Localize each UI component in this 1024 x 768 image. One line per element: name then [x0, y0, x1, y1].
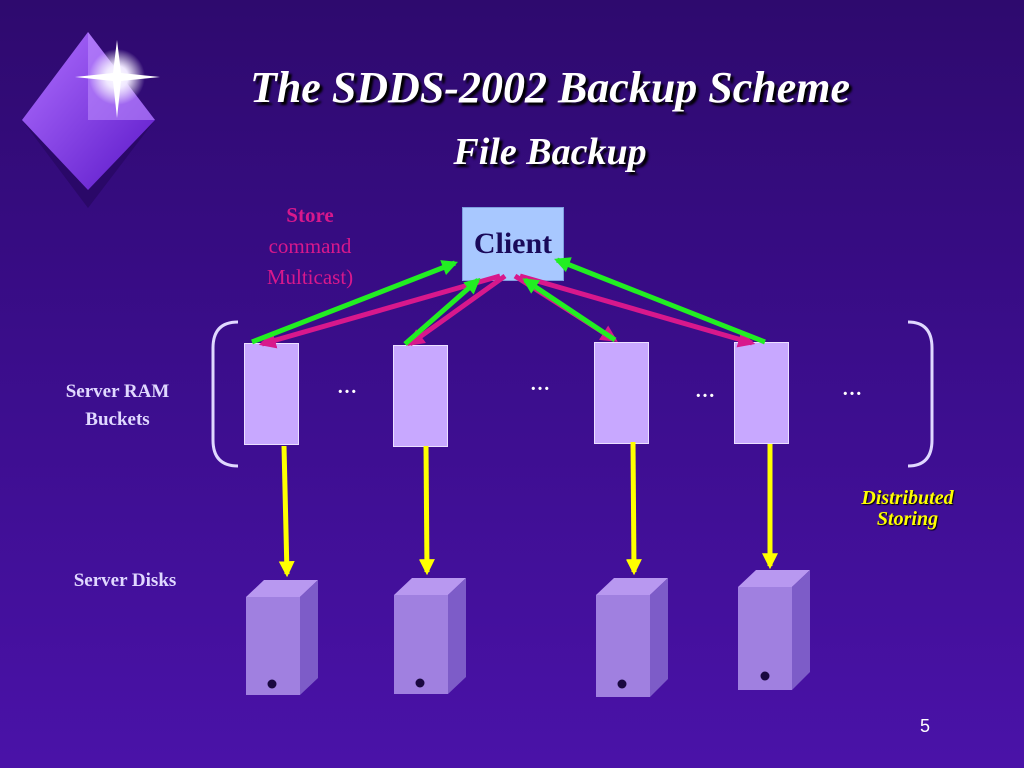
backup-arrow-3: [625, 441, 642, 576]
ellipsis-2: …: [530, 373, 550, 395]
ram-label-line2: Buckets: [85, 409, 150, 430]
client-node: Client: [462, 207, 564, 281]
backup-arrow-2: [418, 445, 435, 576]
store-label-line1: Store: [286, 203, 334, 227]
ram-label-line1: Server RAM: [65, 381, 170, 402]
reply-arrow-2: [403, 277, 481, 346]
diamond-star-logo: [22, 32, 160, 208]
reply-arrow-4: [554, 257, 766, 345]
client-label: Client: [473, 227, 553, 260]
ellipsis-3: …: [695, 380, 715, 402]
ram-bucket-1: [244, 343, 299, 445]
backup-arrow-1: [278, 445, 295, 578]
server-disk-icon: [394, 578, 466, 694]
server-disk-icon: [596, 578, 668, 697]
server-disks-label: Server Disks: [73, 570, 177, 591]
server-disk-icon: [246, 580, 318, 695]
slide-subtitle: File Backup: [453, 131, 647, 173]
reply-arrow-3: [522, 277, 617, 343]
server-ram-buckets-label: Server RAM Buckets: [40, 378, 195, 434]
store-command-label: Store command Multicast): [230, 200, 390, 293]
ram-bucket-3: [594, 342, 649, 444]
distributed-label-line2: Storing: [876, 508, 939, 530]
right-bracket: [907, 320, 934, 468]
store-label-line3: Multicast): [266, 265, 354, 289]
page-number: 5: [920, 716, 931, 736]
store-arrow-1: [258, 273, 501, 349]
distributed-storing-label: Distributed Storing: [840, 488, 975, 530]
slide-title: The SDDS-2002 Backup Scheme: [249, 63, 851, 112]
left-bracket: [211, 320, 239, 468]
distributed-label-line1: Distributed: [861, 487, 954, 509]
reply-arrow-1: [251, 260, 458, 345]
store-label-line2: command: [268, 234, 352, 258]
server-disk-icon: [738, 570, 810, 690]
ram-bucket-2: [393, 345, 448, 447]
ellipsis-1: …: [337, 376, 357, 398]
ram-bucket-4: [734, 342, 789, 444]
store-arrow-4: [519, 273, 756, 348]
store-arrow-2: [407, 273, 507, 347]
ellipsis-4: …: [842, 378, 862, 400]
